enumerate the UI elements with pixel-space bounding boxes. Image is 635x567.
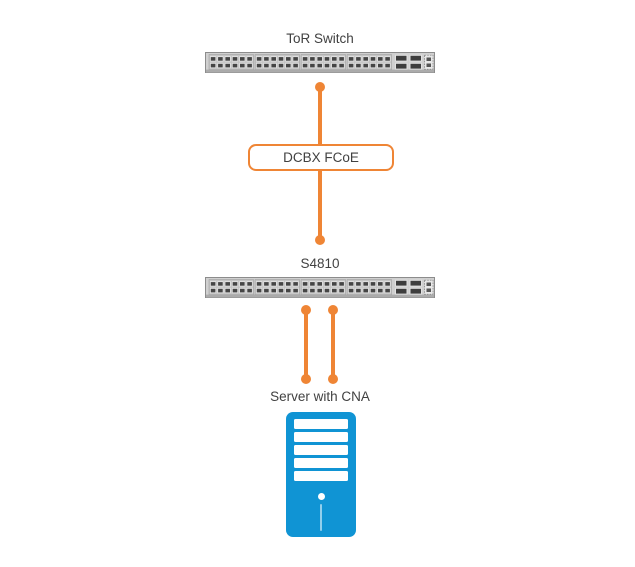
dcbx-fcoe-label: DCBX FCoE (283, 150, 359, 165)
link-endpoint-dot (315, 235, 325, 245)
link-endpoint-dot (327, 374, 338, 384)
server-tower-icon (286, 412, 356, 537)
tor-switch-icon (205, 52, 435, 73)
dcbx-fcoe-box: DCBX FCoE (248, 144, 394, 171)
server-drive-bay (294, 432, 348, 442)
link-s4810-to-server-line-1 (303, 310, 308, 379)
server-drive-bay (294, 458, 348, 468)
server-front-accent (319, 504, 323, 531)
s4810-switch-icon (205, 277, 435, 298)
server-drive-bay (294, 419, 348, 429)
server-power-led (317, 493, 325, 500)
s4810-switch-label: S4810 (300, 256, 340, 271)
server-drive-bay (294, 445, 348, 455)
link-endpoint-dot (315, 82, 325, 92)
link-s4810-to-server-line-2 (330, 310, 335, 379)
tor-switch-label: ToR Switch (286, 31, 354, 46)
server-label: Server with CNA (270, 389, 370, 404)
link-endpoint-dot (300, 305, 311, 315)
link-endpoint-dot (300, 374, 311, 384)
link-endpoint-dot (327, 305, 338, 315)
server-drive-bay (294, 471, 348, 481)
